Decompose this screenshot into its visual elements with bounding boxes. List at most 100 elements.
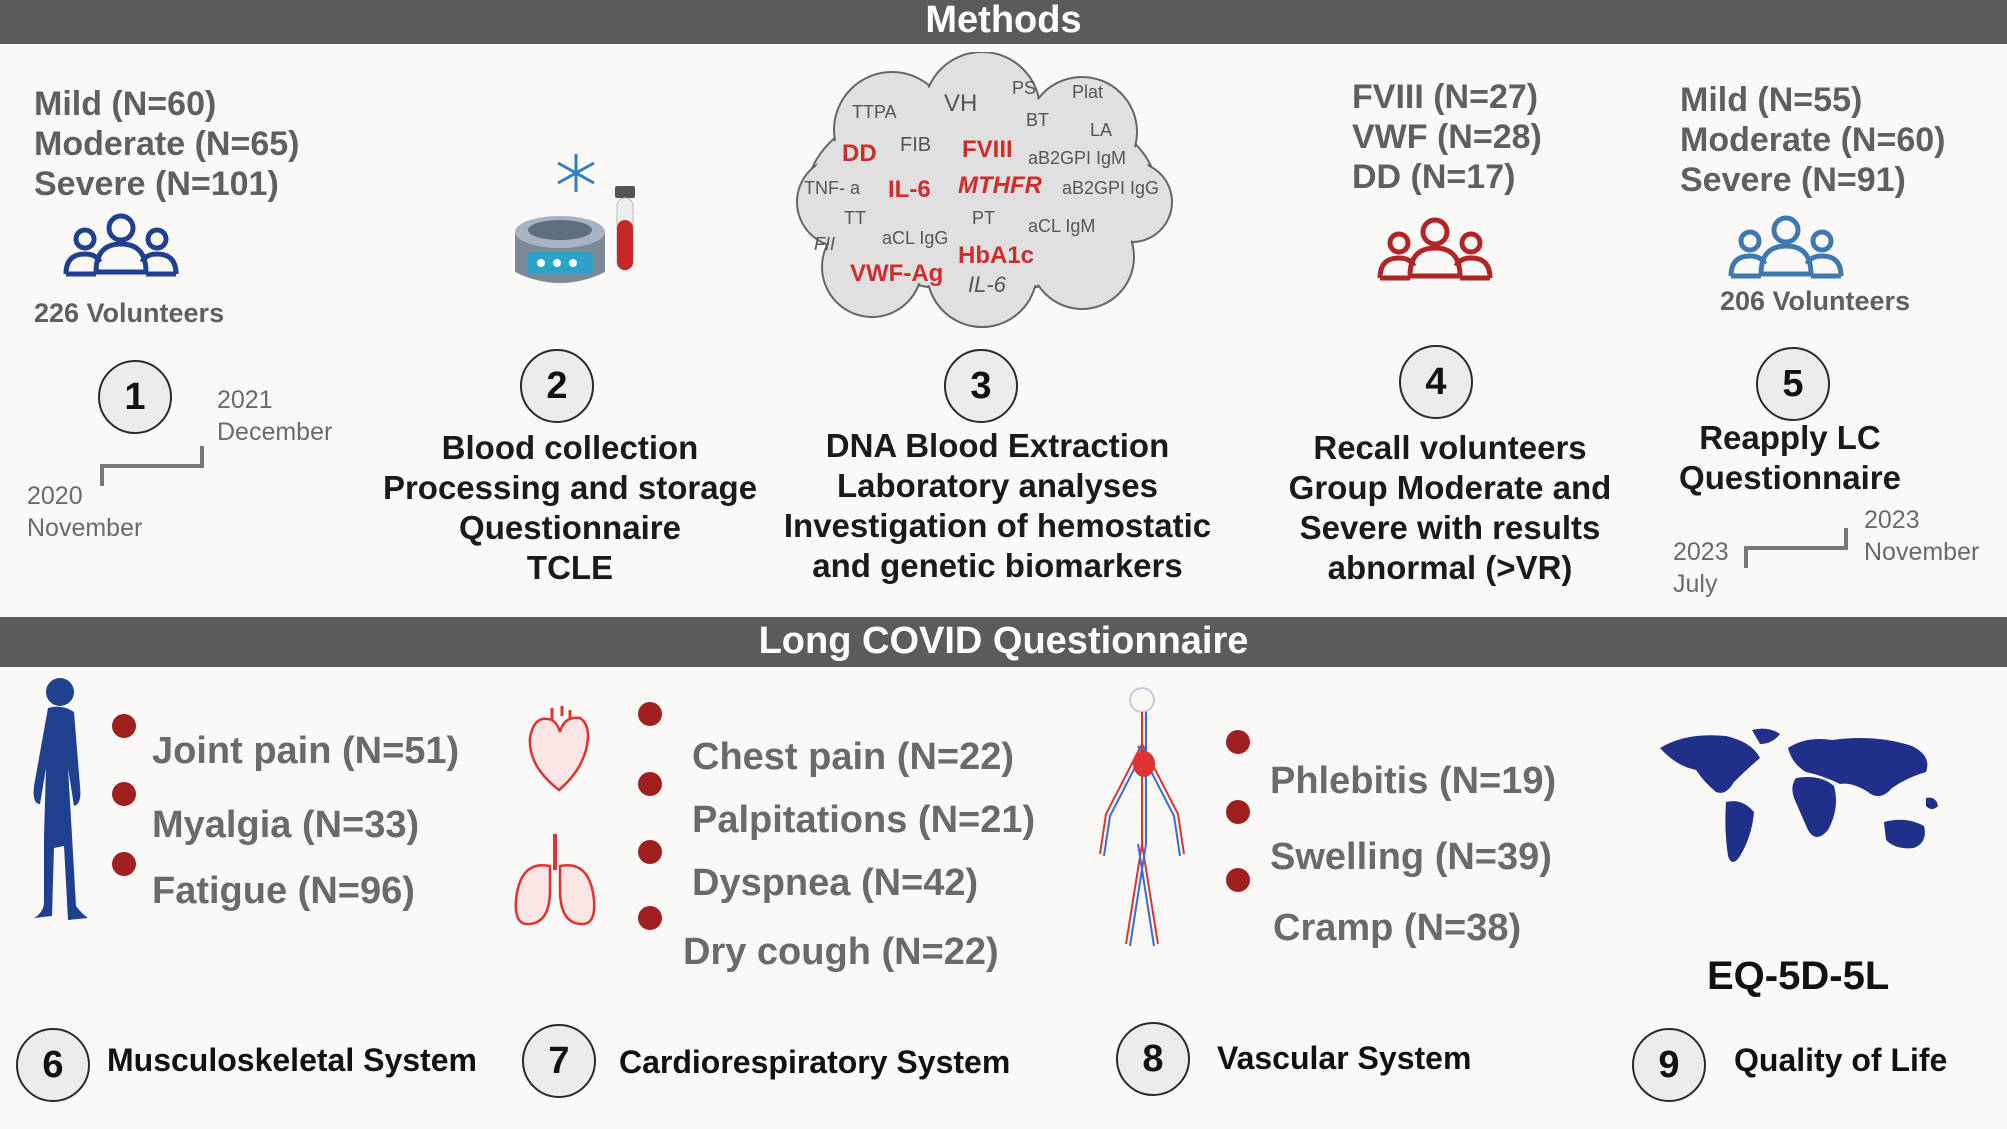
bullet-dot (112, 782, 136, 806)
symptom-palpitations: Palpitations (N=21) (692, 799, 1036, 841)
step5-groups: Mild (N=55) Moderate (N=60) Severe (N=91… (1680, 80, 1945, 200)
step3-line: DNA Blood Extraction (825, 427, 1170, 464)
cloud-ab2gpi-igm: aB2GPI IgM (1028, 148, 1127, 168)
bullet-dot (1226, 868, 1250, 892)
world-map-icon (1660, 728, 1938, 862)
step6-number: 6 (16, 1028, 90, 1102)
step7-number: 7 (522, 1024, 596, 1098)
cloud-acl-igg: aCL IgG (882, 228, 949, 248)
step5-start-month: July (1673, 570, 1718, 598)
people-group-red-icon (1377, 217, 1493, 281)
cloud-il6-grey: IL-6 (968, 272, 1006, 297)
step1-end-year: 2021 (217, 386, 273, 414)
step8-label: Vascular System (1217, 1040, 1472, 1076)
group-moderate: Moderate (N=65) (34, 125, 300, 163)
step4-line: abnormal (>VR) (1327, 549, 1573, 586)
long-covid-header: Long COVID Questionnaire (0, 617, 2007, 667)
symptom-myalgia: Myalgia (N=33) (152, 804, 420, 846)
group-mild-2: Mild (N=55) (1680, 81, 1863, 119)
bullet-dot (638, 906, 662, 930)
lungs-icon (514, 834, 596, 926)
bullet-dot (638, 772, 662, 796)
cloud-tt: TT (844, 208, 866, 228)
cloud-pt: PT (972, 208, 996, 228)
step3-line: Laboratory analyses (837, 467, 1158, 504)
symptom-chest-pain: Chest pain (N=22) (692, 736, 1015, 778)
step7-label: Cardiorespiratory System (619, 1044, 1011, 1080)
cloud-vwf-ag: VWF-Ag (850, 260, 944, 287)
step3-line: and genetic biomarkers (812, 547, 1183, 584)
step2-line: Processing and storage (382, 469, 758, 506)
group-severe-2: Severe (N=91) (1680, 161, 1906, 199)
step5-end-month: November (1864, 538, 1980, 566)
cloud-dd: DD (842, 140, 877, 167)
bullet-dot (1226, 800, 1250, 824)
step2-number: 2 (520, 349, 594, 423)
symptom-phlebitis: Phlebitis (N=19) (1270, 760, 1557, 802)
cloud-fii: FII (814, 234, 835, 254)
vascular-system-icon (1099, 687, 1185, 947)
cloud-acl-igm: aCL IgM (1028, 216, 1096, 236)
step5-volunteers: 206 Volunteers (1720, 286, 1911, 316)
result-dd: DD (N=17) (1352, 158, 1516, 196)
symptom-swelling: Swelling (N=39) (1270, 836, 1552, 878)
step2-line: Questionnaire (459, 509, 681, 546)
step5-description: Reapply LC Questionnaire (1640, 418, 1940, 498)
heart-icon (528, 706, 590, 792)
step5-end-year: 2023 (1864, 506, 1920, 534)
step1-groups: Mild (N=60) Moderate (N=65) Severe (N=10… (34, 84, 299, 204)
symptom-fatigue: Fatigue (N=96) (152, 870, 415, 912)
step5-timeline (1744, 528, 1848, 568)
step1-end-date: 2021 December (217, 384, 332, 448)
step1-timeline (100, 446, 204, 486)
cloud-fib: FIB (900, 134, 932, 156)
step6-label: Musculoskeletal System (107, 1042, 477, 1078)
methods-title: Methods (925, 0, 1082, 41)
step1-number: 1 (98, 360, 172, 434)
group-moderate-2: Moderate (N=60) (1680, 121, 1946, 159)
symptom-dry-cough: Dry cough (N=22) (683, 931, 999, 973)
people-group-icon (63, 213, 179, 277)
step3-line: Investigation of hemostatic (783, 507, 1212, 544)
step5-line: Reapply LC (1699, 419, 1881, 456)
step1-end-month: December (217, 418, 333, 446)
step4-number: 4 (1399, 345, 1473, 419)
group-severe: Severe (N=101) (34, 165, 279, 203)
methods-header: Methods (0, 0, 2007, 44)
cloud-il6: IL-6 (888, 176, 931, 203)
cloud-plat: Plat (1072, 82, 1104, 102)
step5-start-date: 2023 July (1673, 536, 1729, 600)
step4-line: Severe with results (1299, 509, 1601, 546)
result-fviii: FVIII (N=27) (1352, 78, 1539, 116)
step5-end-date: 2023 November (1864, 504, 1979, 568)
blood-tube-icon (615, 186, 635, 271)
cloud-ps: PS (1012, 78, 1037, 98)
step8-number: 8 (1116, 1022, 1190, 1096)
cloud-tnf: TNF- a (804, 178, 860, 198)
cloud-bt: BT (1026, 110, 1050, 130)
bullet-dot (1226, 730, 1250, 754)
symptom-cramp: Cramp (N=38) (1273, 907, 1522, 949)
symptom-dyspnea: Dyspnea (N=42) (692, 862, 979, 904)
eq5d-label: EQ-5D-5L (1707, 954, 1890, 998)
cloud-ab2gpi-igg: aB2GPI IgG (1062, 178, 1160, 198)
step2-line: TCLE (526, 549, 614, 586)
symptom-joint-pain: Joint pain (N=51) (152, 730, 460, 772)
cloud-ttpa: TTPA (852, 102, 897, 122)
bullet-dot (112, 714, 136, 738)
step5-line: Questionnaire (1679, 459, 1901, 496)
long-covid-title: Long COVID Questionnaire (758, 620, 1249, 662)
centrifuge-icon (515, 216, 605, 283)
bullet-dot (638, 840, 662, 864)
step2-description: Blood collection Processing and storage … (365, 428, 775, 588)
step4-line: Group Moderate and (1288, 469, 1612, 506)
step4-description: Recall volunteers Group Moderate and Sev… (1255, 428, 1645, 588)
cloud-fviii: FVIII (962, 136, 1013, 163)
step3-description: DNA Blood Extraction Laboratory analyses… (760, 426, 1235, 586)
bullet-dot (638, 702, 662, 726)
cloud-mthfr: MTHFR (958, 172, 1042, 199)
step5-number: 5 (1756, 347, 1830, 421)
people-group-lightblue-icon (1728, 215, 1844, 279)
bullet-dot (112, 852, 136, 876)
step4-line: Recall volunteers (1313, 429, 1587, 466)
